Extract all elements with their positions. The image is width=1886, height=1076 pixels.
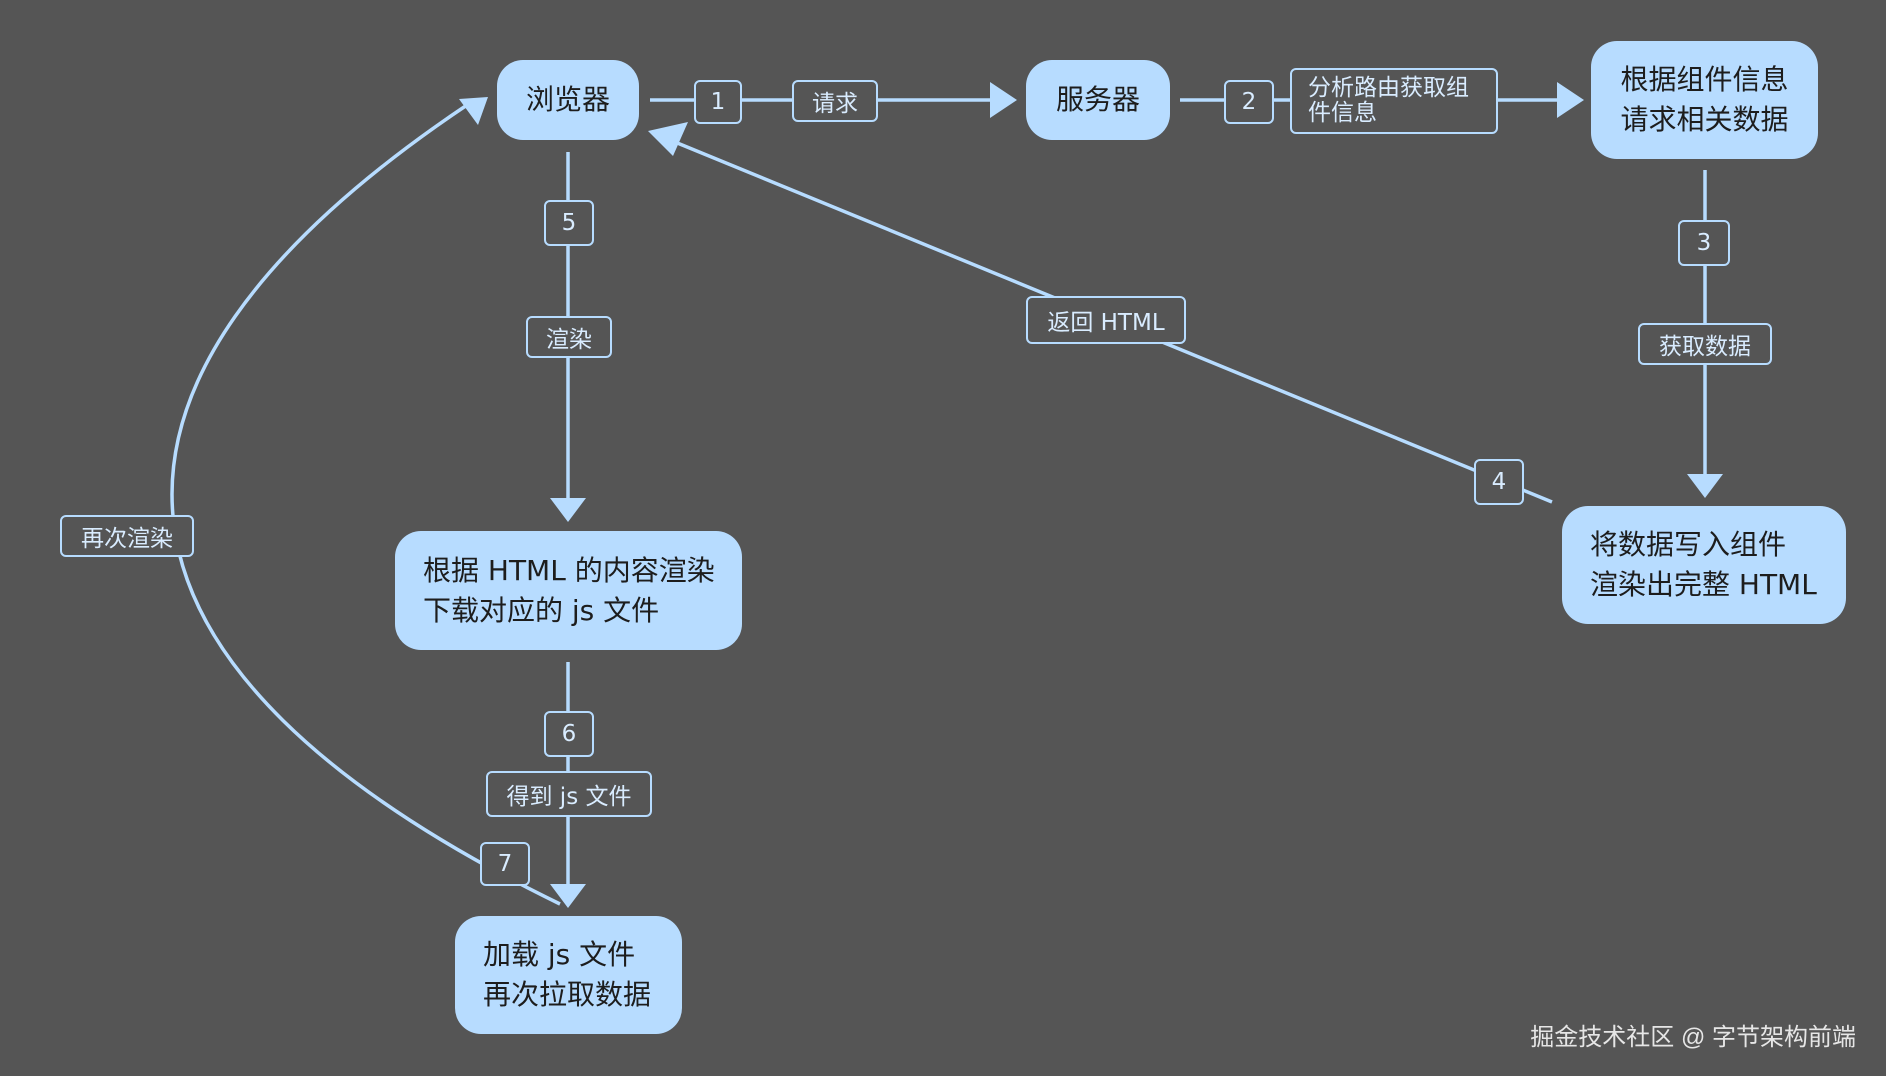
step-7-tag: 7 <box>480 842 530 886</box>
step-2-tag: 2 <box>1224 80 1274 124</box>
node-render-html-line1: 将数据写入组件 <box>1590 528 1787 561</box>
label-analyze-route-line2: 件信息 <box>1308 100 1377 126</box>
node-render-content-line2: 下载对应的 js 文件 <box>423 593 660 627</box>
node-server-label: 服务器 <box>1055 83 1140 116</box>
arrowhead-browser-return <box>648 122 688 156</box>
step-5-tag: 5 <box>544 200 594 246</box>
step-6-tag: 6 <box>544 711 594 757</box>
label-return-html: 返回 HTML <box>1026 296 1186 344</box>
label-request: 请求 <box>792 80 878 122</box>
arrowhead-server <box>990 82 1017 118</box>
watermark: 掘金技术社区 @ 字节架构前端 <box>1530 1024 1856 1051</box>
node-load-js-line1: 加载 js 文件 <box>483 938 636 971</box>
node-server[interactable]: 服务器 <box>1026 60 1170 140</box>
node-request-data[interactable]: 根据组件信息 请求相关数据 <box>1591 41 1818 159</box>
node-browser-label: 浏览器 <box>525 83 610 116</box>
label-render: 渲染 <box>526 316 612 358</box>
node-load-js[interactable]: 加载 js 文件 再次拉取数据 <box>455 916 682 1034</box>
step-3-tag: 3 <box>1678 220 1730 266</box>
node-browser[interactable]: 浏览器 <box>497 60 639 140</box>
node-render-html-line2: 渲染出完整 HTML <box>1590 568 1817 601</box>
step-4-tag: 4 <box>1474 459 1524 505</box>
label-analyze-route-line1: 分析路由获取组 <box>1308 75 1469 101</box>
node-render-content-line1: 根据 HTML 的内容渲染 <box>423 553 715 587</box>
node-load-js-line2: 再次拉取数据 <box>483 978 652 1011</box>
label-rerender: 再次渲染 <box>60 515 194 557</box>
label-analyze-route: 分析路由获取组 件信息 <box>1290 68 1498 134</box>
node-render-html[interactable]: 将数据写入组件 渲染出完整 HTML <box>1562 506 1846 624</box>
node-request-data-line2: 请求相关数据 <box>1620 103 1789 136</box>
arrowhead-rendercontent <box>550 498 586 522</box>
node-render-content[interactable]: 根据 HTML 的内容渲染 下载对应的 js 文件 <box>395 531 742 650</box>
arrowhead-loadjs <box>550 884 586 908</box>
arrowhead-browser-curve <box>459 97 488 125</box>
node-request-data-line1: 根据组件信息 <box>1620 63 1789 96</box>
label-get-js: 得到 js 文件 <box>486 771 652 817</box>
step-1-tag: 1 <box>694 80 742 124</box>
arrowhead-renderhtml <box>1687 474 1723 498</box>
label-get-data: 获取数据 <box>1638 323 1772 365</box>
arrowhead-requestdata <box>1557 82 1584 118</box>
